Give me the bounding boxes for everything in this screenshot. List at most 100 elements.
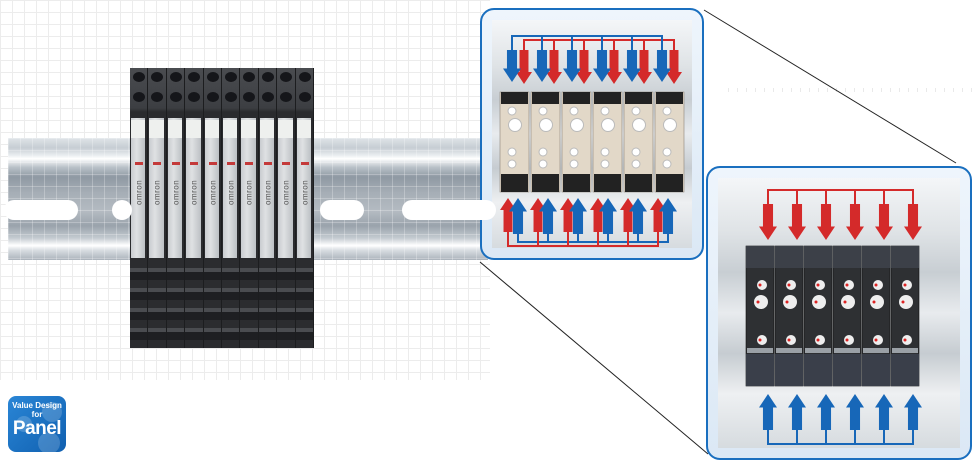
red-arrow-down	[875, 204, 893, 240]
dial-small	[538, 159, 548, 169]
logo-line-3: Panel	[12, 418, 62, 439]
blue-arrow-down	[503, 50, 521, 82]
inset-top-view	[480, 8, 704, 260]
red-arrow-down	[546, 50, 562, 84]
dial-large	[601, 118, 615, 132]
terminal-block	[656, 92, 683, 104]
relay-unit: omron	[222, 68, 241, 348]
dial-small	[569, 106, 579, 116]
dial-pointer	[787, 283, 791, 287]
red-arrow-down	[788, 204, 806, 240]
red-arrow-up	[530, 198, 546, 232]
dial-large	[539, 118, 553, 132]
dial-pointer	[758, 338, 762, 342]
terminal-block	[862, 354, 890, 386]
model-label	[863, 348, 889, 353]
terminal-block	[775, 354, 803, 386]
rail-slot	[402, 200, 496, 220]
red-arrow-up	[650, 198, 666, 232]
dial-small	[902, 335, 912, 345]
red-arrow-up	[560, 198, 576, 232]
dial-pointer	[901, 300, 905, 304]
relay-unit: omron	[185, 68, 204, 348]
terminal-block	[532, 174, 559, 192]
rail-slot	[4, 200, 78, 220]
blue-arrow-down	[533, 50, 551, 82]
dial-pointer	[845, 283, 849, 287]
terminal-block	[625, 174, 652, 192]
dial-pointer	[785, 300, 789, 304]
model-label	[834, 348, 860, 353]
dial-large	[632, 118, 646, 132]
brand-label: omron	[244, 179, 254, 205]
dial-small	[507, 106, 517, 116]
logo-line-1: Value Design	[12, 401, 62, 410]
dial-large	[754, 295, 768, 309]
brand-label: omron	[134, 179, 144, 205]
status-led	[153, 162, 162, 165]
terminal-block	[594, 174, 621, 192]
dial-pointer	[845, 338, 849, 342]
model-label	[892, 348, 918, 353]
dial-large	[841, 295, 855, 309]
dial-small	[507, 147, 517, 157]
terminal-block	[746, 354, 774, 386]
dial-small	[662, 106, 672, 116]
status-led	[208, 162, 217, 165]
dial-pointer	[758, 283, 762, 287]
dial-pointer	[903, 338, 907, 342]
dial-small	[757, 280, 767, 290]
dial-small	[844, 335, 854, 345]
blue-arrow-up	[539, 198, 557, 234]
relay-unit: omron	[277, 68, 296, 348]
blue-arrow-down	[653, 50, 671, 82]
dial-small	[600, 106, 610, 116]
dial-small	[815, 335, 825, 345]
dial-pointer	[843, 300, 847, 304]
blue-arrow-up	[569, 198, 587, 234]
relay-unit: omron	[258, 68, 278, 348]
terminal-block	[833, 354, 861, 386]
blue-arrow-up	[846, 394, 864, 430]
dial-small	[815, 280, 825, 290]
red-arrow-down	[759, 204, 777, 240]
brand-label: omron	[263, 179, 273, 205]
grid-ruler-right	[728, 88, 974, 168]
terminal-block	[501, 92, 528, 104]
dial-pointer	[756, 300, 760, 304]
inset-bottom-view	[706, 166, 972, 460]
dial-small	[873, 280, 883, 290]
blue-arrow-up	[817, 394, 835, 430]
blue-arrow-down	[593, 50, 611, 82]
model-label	[747, 348, 773, 353]
dial-small	[538, 147, 548, 157]
dial-small	[631, 106, 641, 116]
terminal-block	[804, 354, 832, 386]
dial-pointer	[874, 283, 878, 287]
blue-arrow-down	[563, 50, 581, 82]
dial-small	[507, 159, 517, 169]
terminal-block	[804, 246, 832, 268]
dial-pointer	[787, 338, 791, 342]
dial-large	[870, 295, 884, 309]
red-arrow-down	[846, 204, 864, 240]
status-led	[190, 162, 199, 165]
relay-unit: omron	[203, 68, 223, 348]
terminal-block	[563, 92, 590, 104]
terminal-block	[656, 174, 683, 192]
dial-small	[844, 280, 854, 290]
brand-label: omron	[171, 179, 181, 205]
red-arrow-down	[904, 204, 922, 240]
status-led	[245, 162, 254, 165]
blue-arrow-up	[875, 394, 893, 430]
airflow-diagram-bottom	[745, 189, 922, 445]
red-arrow-up	[500, 198, 516, 232]
blue-manifold-bottom	[767, 423, 914, 445]
terminal-block	[891, 246, 919, 268]
dial-small	[873, 335, 883, 345]
blue-arrow-up	[509, 198, 527, 234]
brand-label: omron	[189, 179, 199, 205]
dial-small	[569, 159, 579, 169]
dial-large	[899, 295, 913, 309]
